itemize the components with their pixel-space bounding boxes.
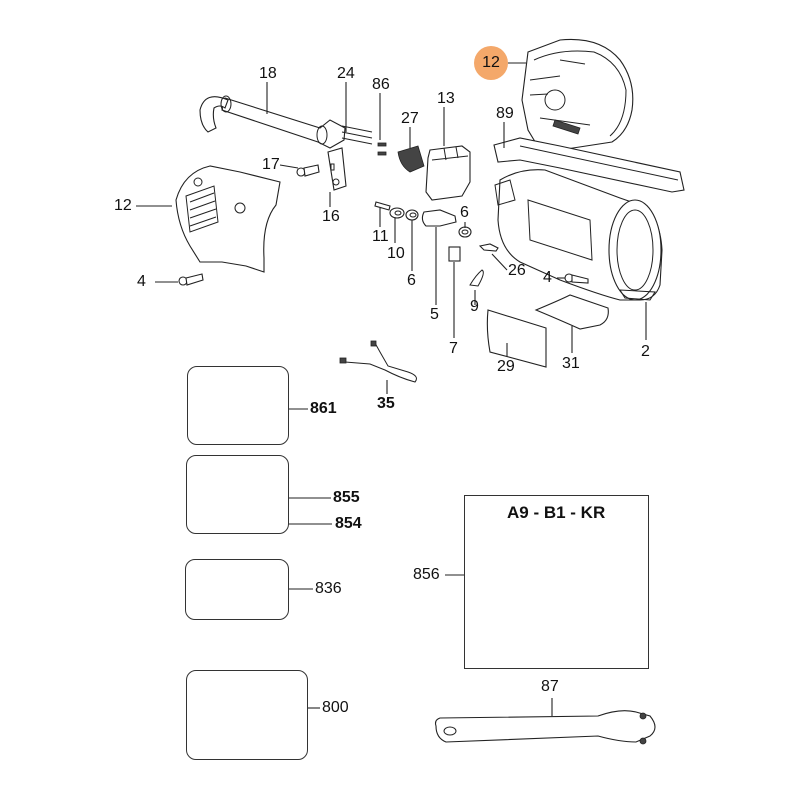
- guard-variant-title: A9 - B1 - KR: [507, 503, 606, 522]
- callout-861[interactable]: 861: [310, 400, 337, 417]
- bearing-part-6-b[interactable]: [458, 226, 472, 238]
- callout-856[interactable]: 856: [413, 566, 440, 583]
- callout-7[interactable]: 7: [449, 340, 458, 357]
- screw-part-17[interactable]: [296, 164, 320, 177]
- spring-part-9[interactable]: [469, 269, 484, 287]
- brush-holder-part-26[interactable]: [478, 243, 499, 252]
- switch-part-13[interactable]: [425, 145, 471, 201]
- callout-16[interactable]: 16: [322, 208, 340, 225]
- callout-12-highlighted[interactable]: 12: [474, 46, 508, 80]
- bearing-part-10[interactable]: [389, 207, 405, 219]
- kit-box-bag: [186, 455, 289, 534]
- guard-variant-box: A9 - B1 - KR: [464, 495, 649, 669]
- cable-sleeve-part-18[interactable]: [199, 95, 346, 149]
- callout-6-a[interactable]: 6: [407, 272, 416, 289]
- callout-5[interactable]: 5: [430, 306, 439, 323]
- callout-86[interactable]: 86: [372, 76, 390, 93]
- callout-6-b[interactable]: 6: [460, 204, 469, 221]
- leader-lines: [136, 62, 647, 716]
- callout-800[interactable]: 800: [322, 699, 349, 716]
- callout-855[interactable]: 855: [333, 489, 360, 506]
- callout-17[interactable]: 17: [262, 156, 280, 173]
- label-plate-part-31[interactable]: [534, 294, 609, 330]
- callout-35[interactable]: 35: [377, 395, 395, 412]
- spanner-wrench-part-87[interactable]: [434, 710, 656, 745]
- cord-clamp-part-16[interactable]: [327, 147, 347, 191]
- callout-89[interactable]: 89: [496, 105, 514, 122]
- callout-4-left[interactable]: 4: [137, 273, 146, 290]
- callout-29[interactable]: 29: [497, 358, 515, 375]
- brush-part-7[interactable]: [448, 246, 461, 262]
- callout-26[interactable]: 26: [508, 262, 526, 279]
- rear-housing-part-12[interactable]: [521, 38, 634, 151]
- callout-24[interactable]: 24: [337, 65, 355, 82]
- gear-head-cover-part-12[interactable]: [175, 165, 281, 273]
- kit-box-carry-case: [187, 366, 289, 445]
- spring-part-27[interactable]: [397, 145, 425, 173]
- callout-2[interactable]: 2: [641, 343, 650, 360]
- screw-part-4-right[interactable]: [564, 273, 589, 284]
- callout-18[interactable]: 18: [259, 65, 277, 82]
- kit-box-toolbox: [185, 559, 289, 620]
- screw-part-4-left[interactable]: [178, 273, 204, 286]
- callout-4-right[interactable]: 4: [543, 269, 552, 286]
- callout-854[interactable]: 854: [335, 515, 362, 532]
- callout-27[interactable]: 27: [401, 110, 419, 127]
- cable-part-35[interactable]: [339, 340, 417, 383]
- callout-31[interactable]: 31: [562, 355, 580, 372]
- screw-part-11[interactable]: [374, 201, 391, 211]
- callout-836[interactable]: 836: [315, 580, 342, 597]
- callout-87[interactable]: 87: [541, 678, 559, 695]
- callout-12[interactable]: 12: [114, 197, 132, 214]
- label-plate-part-29[interactable]: [486, 309, 547, 368]
- connector-part-86[interactable]: [377, 142, 387, 156]
- power-cord-part-24[interactable]: [341, 125, 373, 145]
- bearing-part-6-a[interactable]: [405, 209, 419, 221]
- motor-housing-part-2[interactable]: [494, 169, 663, 301]
- kit-box-grease-gun: [186, 670, 308, 760]
- callout-9[interactable]: 9: [470, 298, 479, 315]
- rotor-part-5[interactable]: [421, 209, 457, 227]
- callout-13[interactable]: 13: [437, 90, 455, 107]
- callout-10[interactable]: 10: [387, 245, 405, 262]
- switch-rod-part-89[interactable]: [493, 137, 685, 193]
- callout-11[interactable]: 11: [372, 228, 389, 245]
